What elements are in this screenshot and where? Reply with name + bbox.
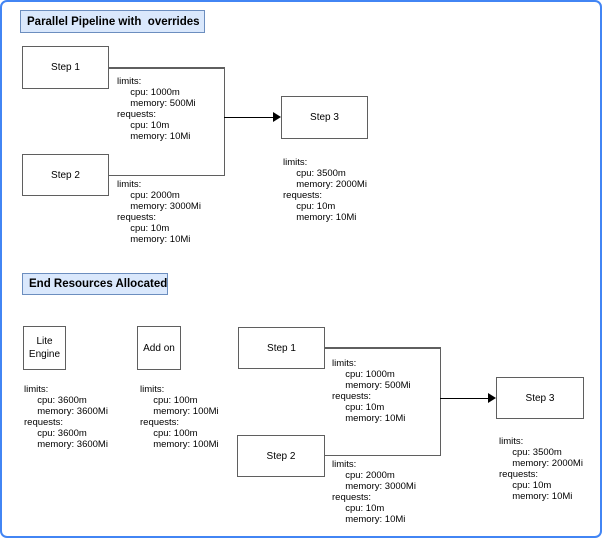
section-title-end-resources: End Resources Allocated bbox=[22, 273, 168, 295]
connector-end-merge-v bbox=[439, 347, 441, 456]
node-add-on-label: Add on bbox=[143, 342, 175, 354]
resource-line: requests: bbox=[283, 190, 323, 201]
resource-line: cpu: 2000m bbox=[117, 190, 180, 201]
resource-line: limits: bbox=[332, 459, 357, 470]
resource-line: memory: 3000Mi bbox=[117, 201, 201, 212]
resource-line: cpu: 100m bbox=[140, 428, 198, 439]
connector-pipeline-merge-v bbox=[223, 67, 225, 176]
resource-line: memory: 2000Mi bbox=[499, 458, 583, 469]
resource-line: cpu: 10m bbox=[332, 402, 385, 413]
resource-line: cpu: 2000m bbox=[332, 470, 395, 481]
arrowhead-right-icon bbox=[273, 112, 281, 123]
resource-line: memory: 3600Mi bbox=[24, 406, 108, 417]
connector-step1-end-h bbox=[324, 347, 441, 349]
node-step1-end-label: Step 1 bbox=[267, 342, 296, 354]
resource-line: cpu: 1000m bbox=[117, 87, 180, 98]
resource-line: memory: 100Mi bbox=[140, 439, 219, 450]
node-step2-pipeline: Step 2 bbox=[22, 154, 109, 196]
resource-line: requests: bbox=[332, 391, 372, 402]
resource-line: limits: bbox=[283, 157, 308, 168]
node-step2-end: Step 2 bbox=[237, 435, 325, 477]
resource-line: memory: 3600Mi bbox=[24, 439, 108, 450]
resource-line: cpu: 3500m bbox=[283, 168, 346, 179]
resource-line: cpu: 10m bbox=[283, 201, 336, 212]
arrowhead-right-icon bbox=[488, 393, 496, 404]
resource-line: cpu: 10m bbox=[499, 480, 552, 491]
resource-line: requests: bbox=[24, 417, 64, 428]
resource-line: memory: 10Mi bbox=[117, 234, 191, 245]
arrow-to-step3-end bbox=[440, 397, 489, 399]
node-lite-engine-label: Lite Engine bbox=[28, 336, 61, 360]
resource-line: requests: bbox=[140, 417, 180, 428]
resource-line: cpu: 3500m bbox=[499, 447, 562, 458]
arrow-to-step3-pipeline bbox=[224, 116, 274, 118]
resource-line: memory: 10Mi bbox=[499, 491, 573, 502]
resource-line: limits: bbox=[499, 436, 524, 447]
node-step1-pipeline: Step 1 bbox=[22, 46, 109, 89]
resource-line: cpu: 10m bbox=[332, 503, 385, 514]
resource-line: requests: bbox=[117, 109, 157, 120]
section-title-pipeline: Parallel Pipeline with overrides bbox=[20, 10, 205, 33]
node-step3-end: Step 3 bbox=[496, 377, 584, 419]
resource-line: cpu: 3600m bbox=[24, 428, 87, 439]
resource-line: requests: bbox=[499, 469, 539, 480]
node-add-on: Add on bbox=[137, 326, 181, 370]
resource-line: memory: 3000Mi bbox=[332, 481, 416, 492]
node-step1-pipeline-label: Step 1 bbox=[51, 62, 80, 73]
node-step1-end: Step 1 bbox=[238, 327, 325, 369]
resource-line: cpu: 100m bbox=[140, 395, 198, 406]
resource-line: limits: bbox=[24, 384, 49, 395]
resource-line: requests: bbox=[117, 212, 157, 223]
resource-line: memory: 10Mi bbox=[332, 413, 406, 424]
node-step2-pipeline-label: Step 2 bbox=[51, 169, 80, 181]
connector-step2-end-h bbox=[324, 454, 441, 456]
resource-line: cpu: 10m bbox=[117, 223, 170, 234]
resource-line: memory: 10Mi bbox=[117, 131, 191, 142]
resource-line: cpu: 10m bbox=[117, 120, 170, 131]
resource-line: memory: 500Mi bbox=[117, 98, 196, 109]
node-step3-pipeline: Step 3 bbox=[281, 96, 368, 139]
node-step3-pipeline-label: Step 3 bbox=[310, 112, 339, 123]
resource-line: memory: 500Mi bbox=[332, 380, 411, 391]
node-step2-end-label: Step 2 bbox=[266, 450, 296, 462]
resource-line: limits: bbox=[332, 358, 357, 369]
resource-line: cpu: 3600m bbox=[24, 395, 87, 406]
resource-line: memory: 100Mi bbox=[140, 406, 219, 417]
resource-line: memory: 10Mi bbox=[283, 212, 357, 223]
connector-step2-pipeline-h bbox=[109, 174, 225, 176]
resource-line: limits: bbox=[140, 384, 165, 395]
resource-line: cpu: 1000m bbox=[332, 369, 395, 380]
resource-line: requests: bbox=[332, 492, 372, 503]
connector-step1-pipeline-h bbox=[109, 67, 225, 69]
node-step3-end-label: Step 3 bbox=[525, 392, 555, 404]
resource-line: limits: bbox=[117, 76, 142, 87]
node-lite-engine: Lite Engine bbox=[23, 326, 66, 370]
resource-line: memory: 2000Mi bbox=[283, 179, 367, 190]
resource-line: limits: bbox=[117, 179, 142, 190]
resource-line: memory: 10Mi bbox=[332, 514, 406, 525]
